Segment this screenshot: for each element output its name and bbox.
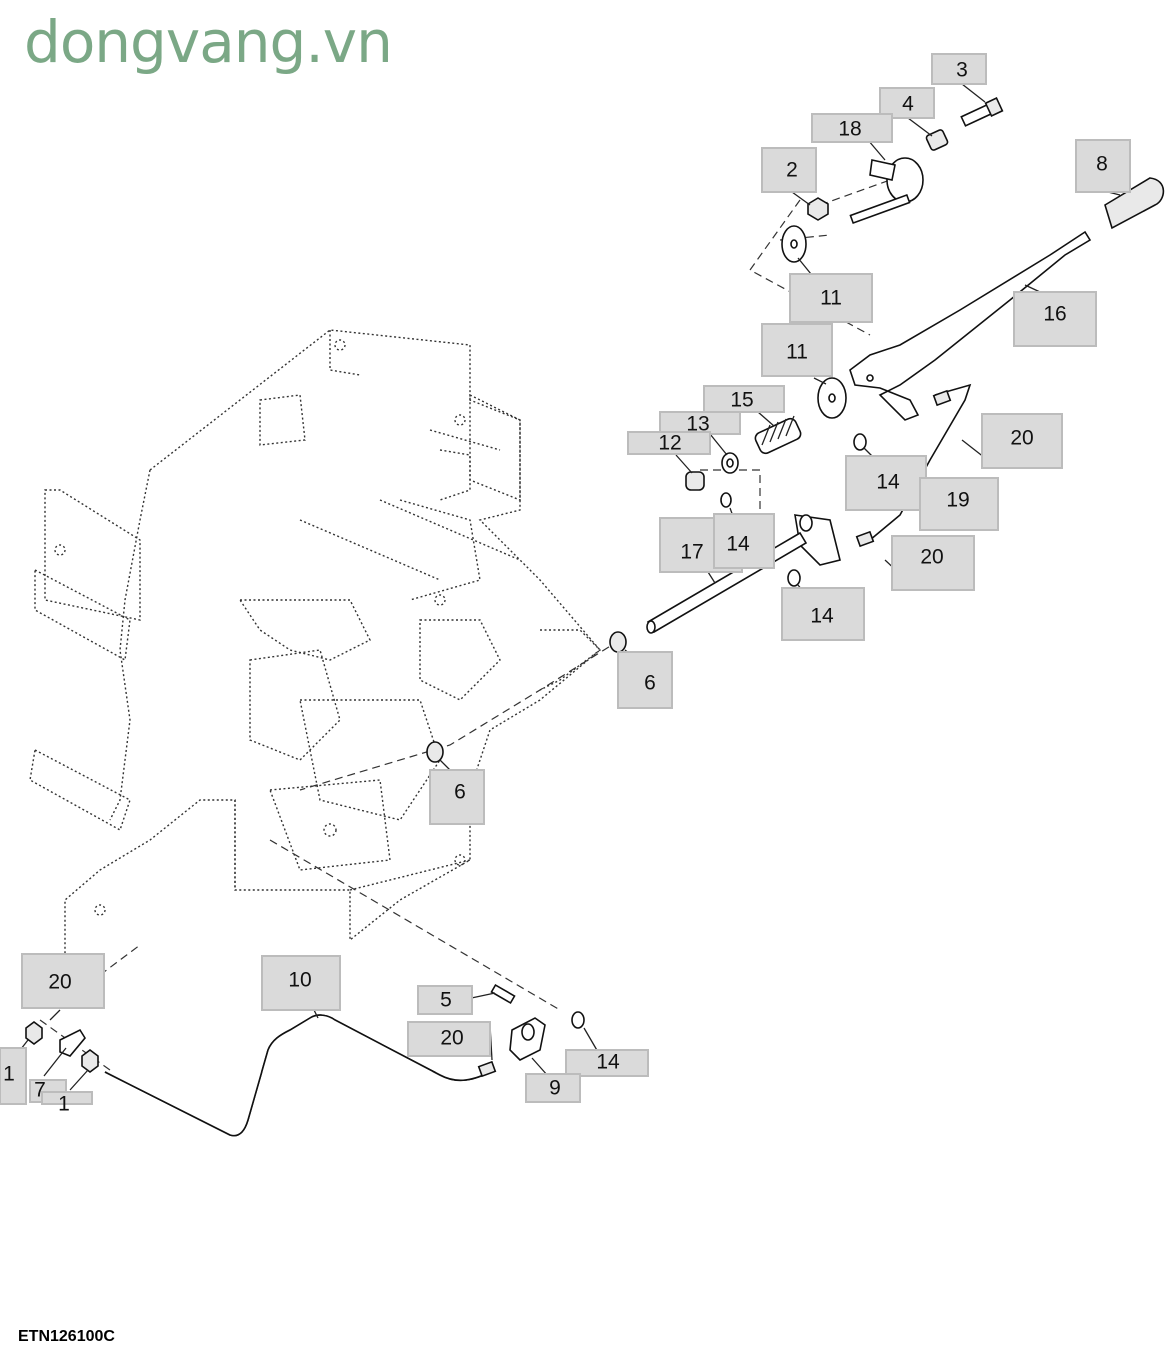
svg-text:19: 19 xyxy=(946,489,969,512)
part-bushing-6-a xyxy=(609,631,627,653)
chassis-frame-outline xyxy=(29,329,602,960)
svg-text:5: 5 xyxy=(440,989,452,1012)
part-knob-8 xyxy=(1104,177,1165,230)
svg-text:20: 20 xyxy=(920,546,943,569)
callout-6-left: 6 xyxy=(429,769,485,825)
figure-id-label: ETN126100C xyxy=(18,1328,115,1345)
svg-text:9: 9 xyxy=(549,1077,561,1100)
svg-text:14: 14 xyxy=(810,605,834,628)
svg-text:20: 20 xyxy=(440,1027,463,1050)
part-bushing-6-b xyxy=(426,741,444,763)
svg-text:11: 11 xyxy=(786,341,808,364)
callout-11-upper: 11 xyxy=(789,273,873,323)
part-nut-1-b xyxy=(81,1049,99,1073)
part-washer-14-b xyxy=(720,492,732,508)
svg-text:13: 13 xyxy=(686,413,709,436)
part-washer-14-c xyxy=(787,569,801,587)
part-washer-13 xyxy=(721,452,739,474)
svg-text:14: 14 xyxy=(726,533,750,556)
svg-text:7: 7 xyxy=(34,1079,46,1102)
part-pin-5 xyxy=(490,983,516,1005)
callout-12: 12 xyxy=(627,431,711,455)
svg-text:1: 1 xyxy=(58,1093,70,1116)
part-nut-12 xyxy=(685,471,705,491)
part-bolt-3 xyxy=(960,97,1004,127)
svg-text:14: 14 xyxy=(876,471,900,494)
svg-text:8: 8 xyxy=(1096,153,1108,176)
svg-text:11: 11 xyxy=(820,287,842,310)
svg-text:3: 3 xyxy=(956,59,968,82)
callout-19: 19 xyxy=(919,477,999,531)
svg-text:10: 10 xyxy=(288,969,311,992)
svg-text:1: 1 xyxy=(3,1063,15,1086)
callout-20-bottom: 20 xyxy=(407,1021,491,1057)
callout-9: 9 xyxy=(525,1073,581,1103)
part-washer-14-a xyxy=(853,433,867,451)
callout-1-bottom: 1 xyxy=(41,1091,93,1116)
part-nut-2 xyxy=(807,197,829,221)
svg-text:12: 12 xyxy=(658,432,681,455)
part-bushing-4 xyxy=(925,129,949,151)
watermark-text: dongvang.vn xyxy=(24,8,393,76)
svg-text:6: 6 xyxy=(644,672,656,695)
callout-14-right: 14 xyxy=(845,455,927,511)
part-washer-11-lower xyxy=(817,377,847,419)
svg-text:14: 14 xyxy=(596,1051,620,1074)
callout-2: 2 xyxy=(761,147,817,193)
part-pivot-plate-18 xyxy=(849,157,924,225)
part-clevis-7 xyxy=(59,1028,86,1057)
callouts: 3 4 18 2 8 11 16 11 15 13 12 20 14 19 17… xyxy=(0,53,1131,1116)
callout-3: 3 xyxy=(931,53,987,85)
svg-text:15: 15 xyxy=(730,389,753,412)
svg-text:6: 6 xyxy=(454,781,466,804)
svg-text:4: 4 xyxy=(902,93,914,116)
callout-16: 16 xyxy=(1013,291,1097,347)
svg-text:17: 17 xyxy=(680,541,703,564)
callout-20-right-lower: 20 xyxy=(891,535,975,591)
svg-text:16: 16 xyxy=(1043,303,1066,326)
assembly-lines xyxy=(39,179,891,1071)
part-washer-11-upper xyxy=(781,225,807,263)
part-rod-10 xyxy=(104,1014,497,1137)
part-washer-14-d xyxy=(571,1011,585,1029)
callout-14-lower: 14 xyxy=(781,587,865,641)
callout-10: 10 xyxy=(261,955,341,1011)
callout-8: 8 xyxy=(1075,139,1131,193)
callout-14-mid: 14 xyxy=(713,513,775,569)
part-spring-15 xyxy=(754,415,802,455)
callout-20-left: 20 xyxy=(21,953,105,1009)
svg-text:18: 18 xyxy=(838,118,861,141)
callout-15: 15 xyxy=(703,385,785,413)
svg-text:20: 20 xyxy=(48,971,71,994)
callout-20-right-upper: 20 xyxy=(981,413,1063,469)
svg-text:20: 20 xyxy=(1010,427,1033,450)
callout-14-bottom: 14 xyxy=(565,1049,649,1077)
callout-6-right: 6 xyxy=(617,651,673,709)
callout-1-left: 1 xyxy=(0,1047,27,1105)
callout-11-lower: 11 xyxy=(761,323,833,377)
part-nut-1-a xyxy=(25,1021,43,1045)
part-bracket-9 xyxy=(509,1017,546,1061)
callout-18: 18 xyxy=(811,113,893,143)
callout-5: 5 xyxy=(417,985,473,1015)
svg-text:2: 2 xyxy=(786,159,798,182)
